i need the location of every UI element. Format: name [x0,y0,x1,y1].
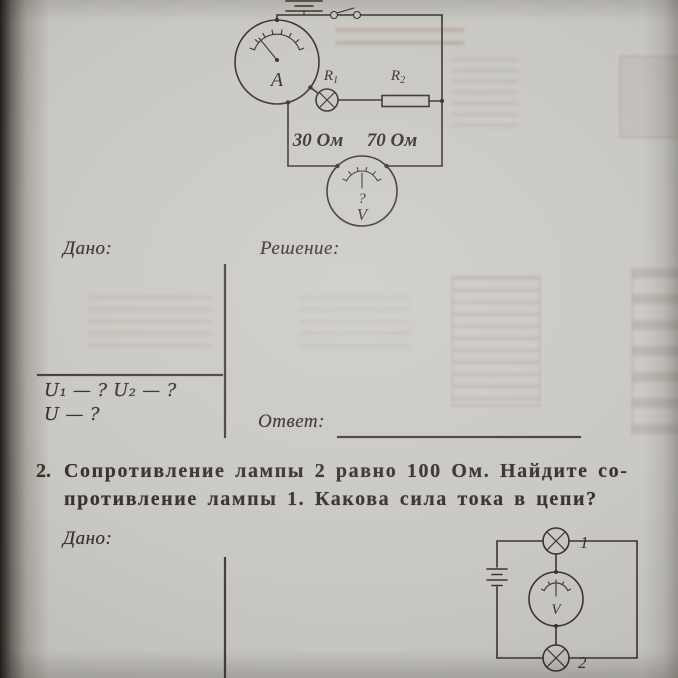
r2-label: R2 [390,68,405,86]
answer-label: Ответ: [258,411,325,432]
unknowns-line-2: U — ? [44,404,100,425]
lamp1-label: 1 [580,533,589,552]
problem2-statement-line2: противление лампы 1. Какова сила тока в … [64,488,598,510]
given-label-2: Дано: [63,528,113,549]
lamp-symbol-2 [542,644,570,672]
voltmeter-symbol: V [528,570,584,628]
unknowns-line-1: U₁ — ? U₂ — ? [44,380,177,401]
given-solution-divider-2 [224,557,226,678]
resistance-value-70: 70 Ом [367,130,418,151]
battery-symbol [486,568,508,587]
ammeter-label: A [269,69,284,91]
switch-symbol [329,7,362,20]
problem2-number: 2. [36,460,51,482]
given-solution-divider [224,264,226,438]
problem2-statement-line1: Сопротивление лампы 2 равно 100 Ом. Найд… [64,460,629,482]
given-underline-rule [37,374,223,376]
circuit-diagram-problem1: A R1 R2 30 Ом 70 Ом [234,0,445,227]
given-label-1: Дано: [63,238,113,259]
r1-label: R1 [323,68,338,86]
lamp-symbol-1 [542,527,570,555]
ammeter-symbol: A [234,17,320,105]
battery-symbol [285,0,323,16]
wire [309,86,320,95]
lamp-symbol-r1 [315,88,339,112]
voltmeter-label: V [357,205,370,224]
voltmeter-symbol: ? V [326,155,398,227]
lamp2-label: 2 [578,653,587,672]
circuit-diagram-problem2: 1 2 V [486,527,638,672]
voltmeter-label: V [551,602,562,618]
solution-label: Решение: [260,238,340,259]
resistor-symbol-r2 [381,94,430,108]
resistance-value-30: 30 Ом [292,130,344,151]
answer-blank-line [337,436,581,438]
